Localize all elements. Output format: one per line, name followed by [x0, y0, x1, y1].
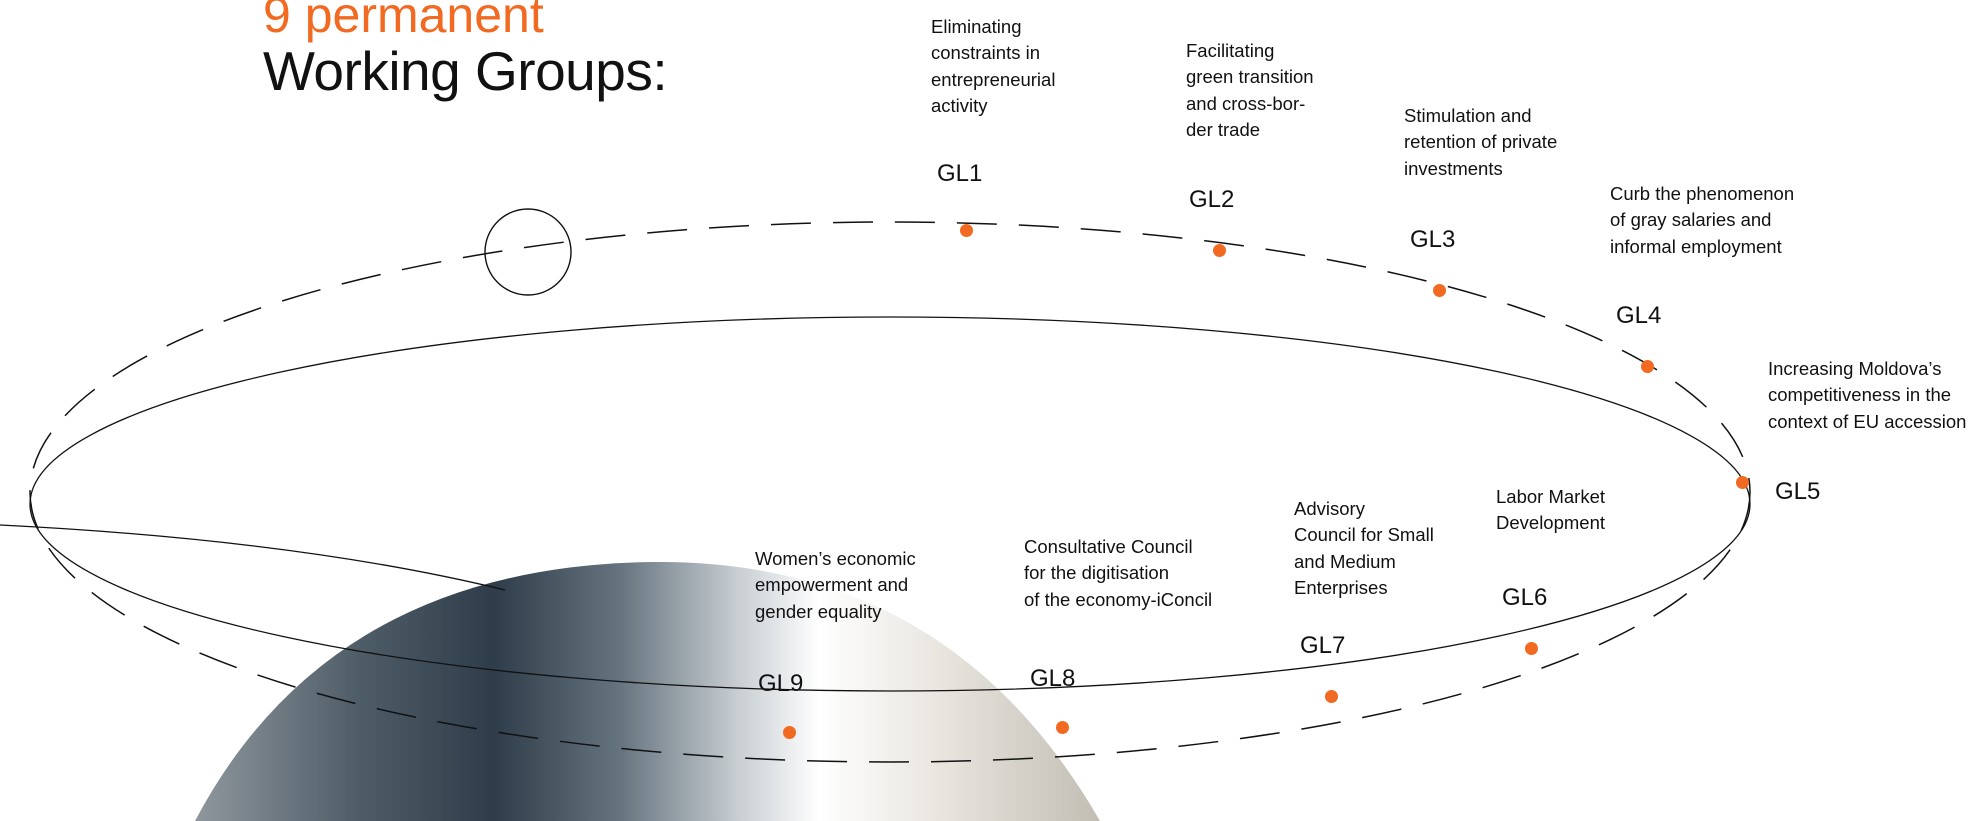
gl2-label: GL2 [1189, 186, 1235, 213]
gl8-label: GL8 [1030, 665, 1076, 692]
title-accent: 9 permanent [263, 0, 544, 43]
gl6-label: GL6 [1502, 584, 1548, 611]
moon-circle [484, 208, 572, 296]
gl7-marker [1324, 689, 1338, 703]
planet-arc-line [0, 524, 506, 591]
gl1-marker [959, 223, 973, 237]
globe [195, 561, 1100, 821]
gl2-marker [1212, 243, 1226, 257]
gl4-marker [1640, 359, 1654, 373]
gl4-label: GL4 [1616, 302, 1662, 329]
page-title: Working Groups: [263, 40, 668, 102]
gl9-label: GL9 [758, 670, 804, 697]
gl3-label: GL3 [1410, 226, 1456, 253]
gl1-label: GL1 [937, 160, 983, 187]
outer-orbit-dashed [29, 221, 1751, 763]
title-block: 9 permanent Working Groups: [263, 0, 668, 102]
gl6-marker [1524, 641, 1538, 655]
gl5-marker [1735, 475, 1749, 489]
inner-orbit [29, 316, 1751, 692]
gl3-marker [1432, 283, 1446, 297]
gl8-marker [1055, 720, 1069, 734]
gl7-label: GL7 [1300, 632, 1346, 659]
gl9-marker [782, 725, 796, 739]
gl5-label: GL5 [1775, 478, 1821, 505]
